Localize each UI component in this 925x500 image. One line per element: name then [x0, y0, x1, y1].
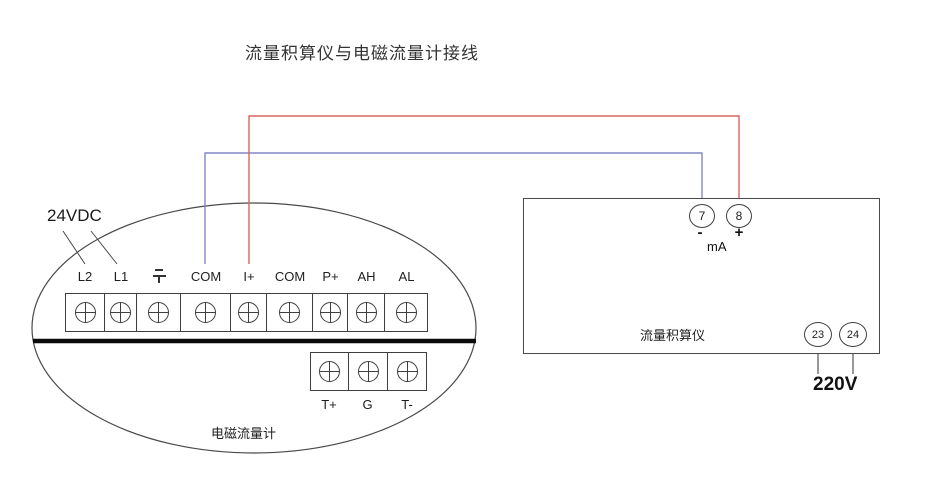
terminal-label-ah: AH — [357, 269, 376, 284]
terminal-label-al: AL — [398, 269, 415, 284]
terminal-cell-iplus — [231, 294, 267, 331]
terminal-label-tminus: T- — [401, 397, 413, 412]
output-unit-label: mA — [707, 239, 727, 254]
polarity-minus-label: - — [697, 224, 703, 241]
screw-terminal-icon — [110, 302, 131, 323]
totalizer-terminal-24: 24 — [839, 322, 867, 347]
terminal-label-com2: COM — [274, 269, 306, 284]
terminal-cell-ah — [348, 294, 385, 331]
totalizer-terminal-23: 23 — [804, 322, 832, 347]
terminal-cell-com2 — [267, 294, 313, 331]
diagram-title: 流量积算仪与电磁流量计接线 — [245, 44, 479, 63]
terminal-cell-com1 — [181, 294, 231, 331]
screw-terminal-icon — [195, 302, 216, 323]
flowmeter-name-label: 电磁流量计 — [211, 426, 277, 441]
terminal-number: 8 — [735, 209, 743, 223]
terminal-label-l1: L1 — [113, 269, 129, 284]
screw-terminal-icon — [396, 361, 418, 382]
screw-terminal-icon — [74, 302, 96, 323]
terminal-label-tplus: T+ — [321, 397, 337, 412]
flowmeter-row2-labels: T+ G T- — [310, 396, 427, 412]
terminal-cell-tminus — [388, 353, 426, 390]
screw-terminal-icon — [238, 302, 259, 323]
totalizer-name-label: 流量积算仪 — [640, 328, 706, 343]
terminal-label-pplus: P+ — [322, 269, 339, 284]
terminal-label-com1: COM — [190, 269, 222, 284]
flowmeter-row1-labels: L2 L1 COM I+ COM P+ AH AL — [65, 266, 428, 284]
screw-terminal-icon — [319, 361, 340, 382]
terminal-label-iplus: I+ — [243, 269, 255, 284]
totalizer-terminal-7: 7 — [689, 204, 715, 228]
terminal-number: 24 — [846, 328, 860, 341]
polarity-plus-label: + — [734, 224, 744, 241]
terminal-label-l2: L2 — [77, 269, 93, 284]
flowmeter-terminal-strip-top — [65, 293, 428, 332]
power-voltage-label: 220V — [813, 374, 858, 395]
supply-leader-line-l1 — [90, 230, 118, 265]
screw-terminal-icon — [357, 361, 379, 382]
terminal-cell-g — [349, 353, 388, 390]
terminal-label-g: G — [362, 397, 373, 412]
flowmeter-terminal-strip-bottom — [310, 352, 427, 391]
supply-voltage-label: 24VDC — [47, 206, 102, 225]
terminal-cell-al — [385, 294, 427, 331]
screw-terminal-icon — [319, 302, 341, 323]
terminal-cell-l1 — [105, 294, 137, 331]
terminal-cell-gnd — [137, 294, 181, 331]
screw-terminal-icon — [395, 302, 417, 323]
totalizer-terminal-8: 8 — [726, 204, 752, 228]
terminal-number: 23 — [811, 328, 825, 341]
terminal-cell-tplus — [311, 353, 349, 390]
screw-terminal-icon — [355, 302, 377, 323]
screw-terminal-icon — [148, 302, 169, 323]
terminal-cell-l2 — [66, 294, 105, 331]
screw-terminal-icon — [279, 302, 300, 323]
supply-leader-line-l2 — [62, 230, 86, 265]
chassis-ground-icon — [152, 269, 166, 283]
terminal-number: 7 — [698, 209, 706, 223]
terminal-cell-pplus — [313, 294, 348, 331]
